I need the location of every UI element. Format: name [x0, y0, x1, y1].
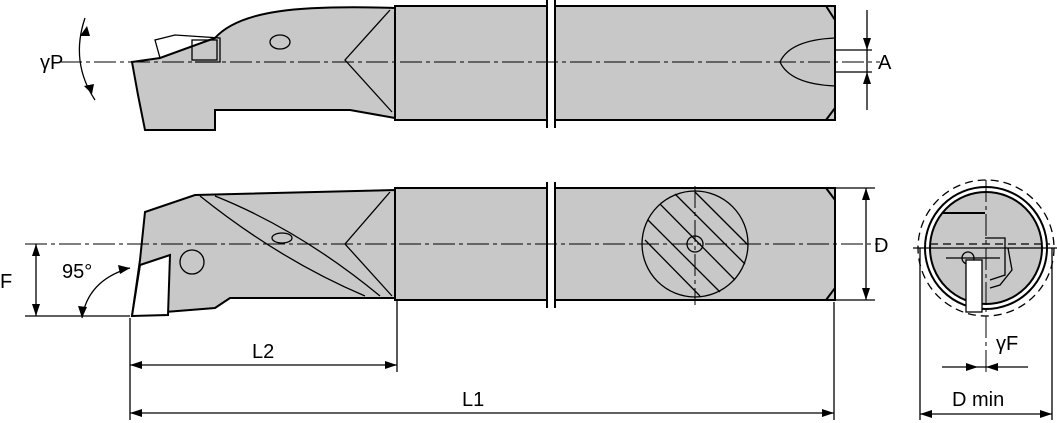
gamma-p-label: γP	[40, 52, 63, 74]
angle-95-label: 95°	[62, 261, 92, 283]
top-view: A γP	[40, 0, 892, 131]
dimension-l2-label: L2	[252, 341, 274, 363]
d-min-label: D min	[952, 389, 1004, 411]
gamma-f-label: γF	[996, 333, 1018, 355]
end-view: γF D min	[913, 179, 1057, 420]
front-view: F 95° D L2 L1	[0, 182, 888, 420]
dimension-d-label: D	[874, 235, 888, 257]
dimension-a-label: A	[878, 52, 892, 74]
dimension-l1-label: L1	[462, 389, 484, 411]
dimension-f-label: F	[0, 271, 12, 293]
